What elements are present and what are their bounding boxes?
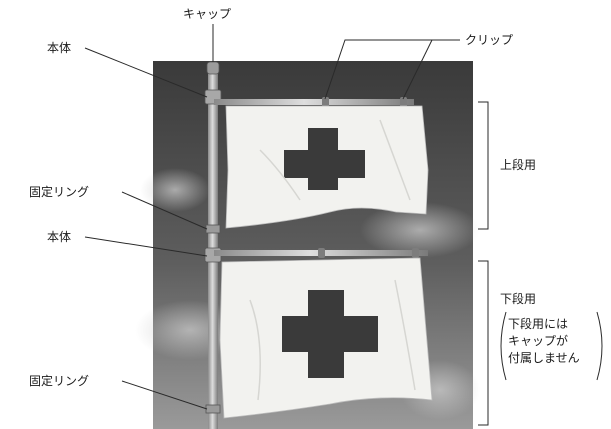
body-top-leader — [84, 47, 208, 98]
note-line-1: 下段用には — [508, 317, 569, 331]
upper-bracket — [478, 101, 489, 230]
leader-lines — [84, 24, 603, 426]
cloud — [360, 202, 480, 258]
clip-upper-2 — [400, 97, 407, 107]
body-mid-label: 本体 — [47, 230, 72, 244]
lower-section-label: 下段用 — [500, 292, 537, 306]
fixing-ring-top — [205, 224, 221, 234]
clip-lower-1 — [318, 248, 325, 258]
no-cap-note: 下段用には キャップが 付属しません — [508, 316, 580, 367]
clip-label: クリップ — [465, 33, 514, 47]
note-paren-right — [596, 311, 603, 381]
fixing-ring-bottom-label: 固定リング — [29, 374, 90, 388]
note-paren-left — [500, 311, 507, 381]
lower-bracket — [478, 260, 489, 426]
clip-leader-2 — [402, 39, 433, 100]
fixing-ring-bottom — [205, 404, 221, 414]
clip-leader-1 — [324, 39, 432, 100]
body-mid-leader — [84, 236, 208, 257]
body-top-label: 本体 — [47, 41, 72, 55]
fixing-ring-top-leader — [121, 191, 208, 230]
cap-label: キャップ — [183, 7, 232, 21]
note-line-3: 付属しません — [508, 351, 580, 365]
fixing-ring-bottom-leader — [121, 380, 208, 410]
upper-section-label: 上段用 — [500, 158, 537, 172]
cloud — [140, 168, 210, 212]
lower-flag-cross — [282, 290, 378, 378]
clip-lower-2 — [412, 248, 419, 258]
clip-upper-1 — [322, 97, 329, 107]
fixing-ring-top-label: 固定リング — [29, 185, 90, 199]
note-line-2: キャップが — [508, 334, 569, 348]
upper-arm — [214, 99, 414, 105]
upper-flag-cross — [284, 128, 365, 190]
pole-cap — [206, 61, 220, 75]
